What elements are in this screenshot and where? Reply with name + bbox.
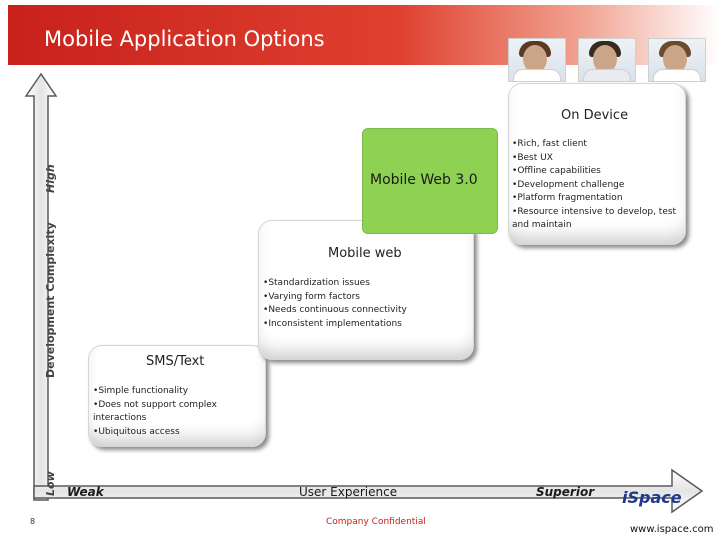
- upward-arrow-icon: [24, 72, 58, 501]
- tier-bullets-sms: Simple functionality Does not support co…: [93, 385, 223, 439]
- horizontal-axis-title: User Experience: [299, 485, 398, 499]
- tier-bullets-on-device: Rich, fast client Best UX Offline capabi…: [512, 138, 680, 233]
- tier-bullets-mobile-web: Standardization issues Varying form fact…: [263, 277, 463, 331]
- list-item: Platform fragmentation: [512, 192, 680, 206]
- list-item: Rich, fast client: [512, 138, 680, 152]
- list-item: Simple functionality: [93, 385, 223, 399]
- website-url: www.ispace.com: [630, 524, 714, 535]
- tier-title-mobile-web-3: Mobile Web 3.0: [370, 172, 478, 188]
- tier-title-sms: SMS/Text: [146, 354, 205, 369]
- list-item: Development challenge: [512, 179, 680, 193]
- tier-title-on-device: On Device: [561, 108, 629, 123]
- list-item: Resource intensive to develop, test and …: [512, 206, 680, 233]
- list-item: Offline capabilities: [512, 165, 680, 179]
- list-item: Needs continuous connectivity: [263, 304, 463, 318]
- list-item: Best UX: [512, 152, 680, 166]
- horizontal-weak-label: Weak: [67, 485, 104, 499]
- list-item: Inconsistent implementations: [263, 318, 463, 332]
- horizontal-superior-label: Superior: [536, 485, 595, 499]
- title-banner: Mobile Application Options: [8, 5, 720, 65]
- vertical-high-label: High: [44, 164, 57, 193]
- list-item: Standardization issues: [263, 277, 463, 291]
- vertical-low-label: Low: [44, 471, 57, 496]
- page-number: 8: [30, 517, 36, 526]
- list-item: Varying form factors: [263, 291, 463, 305]
- confidential-label: Company Confidential: [326, 517, 426, 527]
- tier-card-mobile-web-3: [362, 128, 498, 234]
- tier-title-mobile-web: Mobile web: [328, 246, 402, 261]
- header-photos: [508, 38, 720, 82]
- rightward-arrow-icon: [33, 468, 704, 514]
- person-photo-icon: [508, 38, 566, 82]
- person-photo-icon: [578, 38, 636, 82]
- person-photo-icon: [648, 38, 706, 82]
- vertical-axis-title: Development Complexity: [44, 222, 57, 378]
- ispace-logo: iSpace: [622, 488, 682, 507]
- list-item: Does not support complex interactions: [93, 399, 223, 426]
- list-item: Ubiquitous access: [93, 426, 223, 440]
- page-title: Mobile Application Options: [44, 27, 325, 51]
